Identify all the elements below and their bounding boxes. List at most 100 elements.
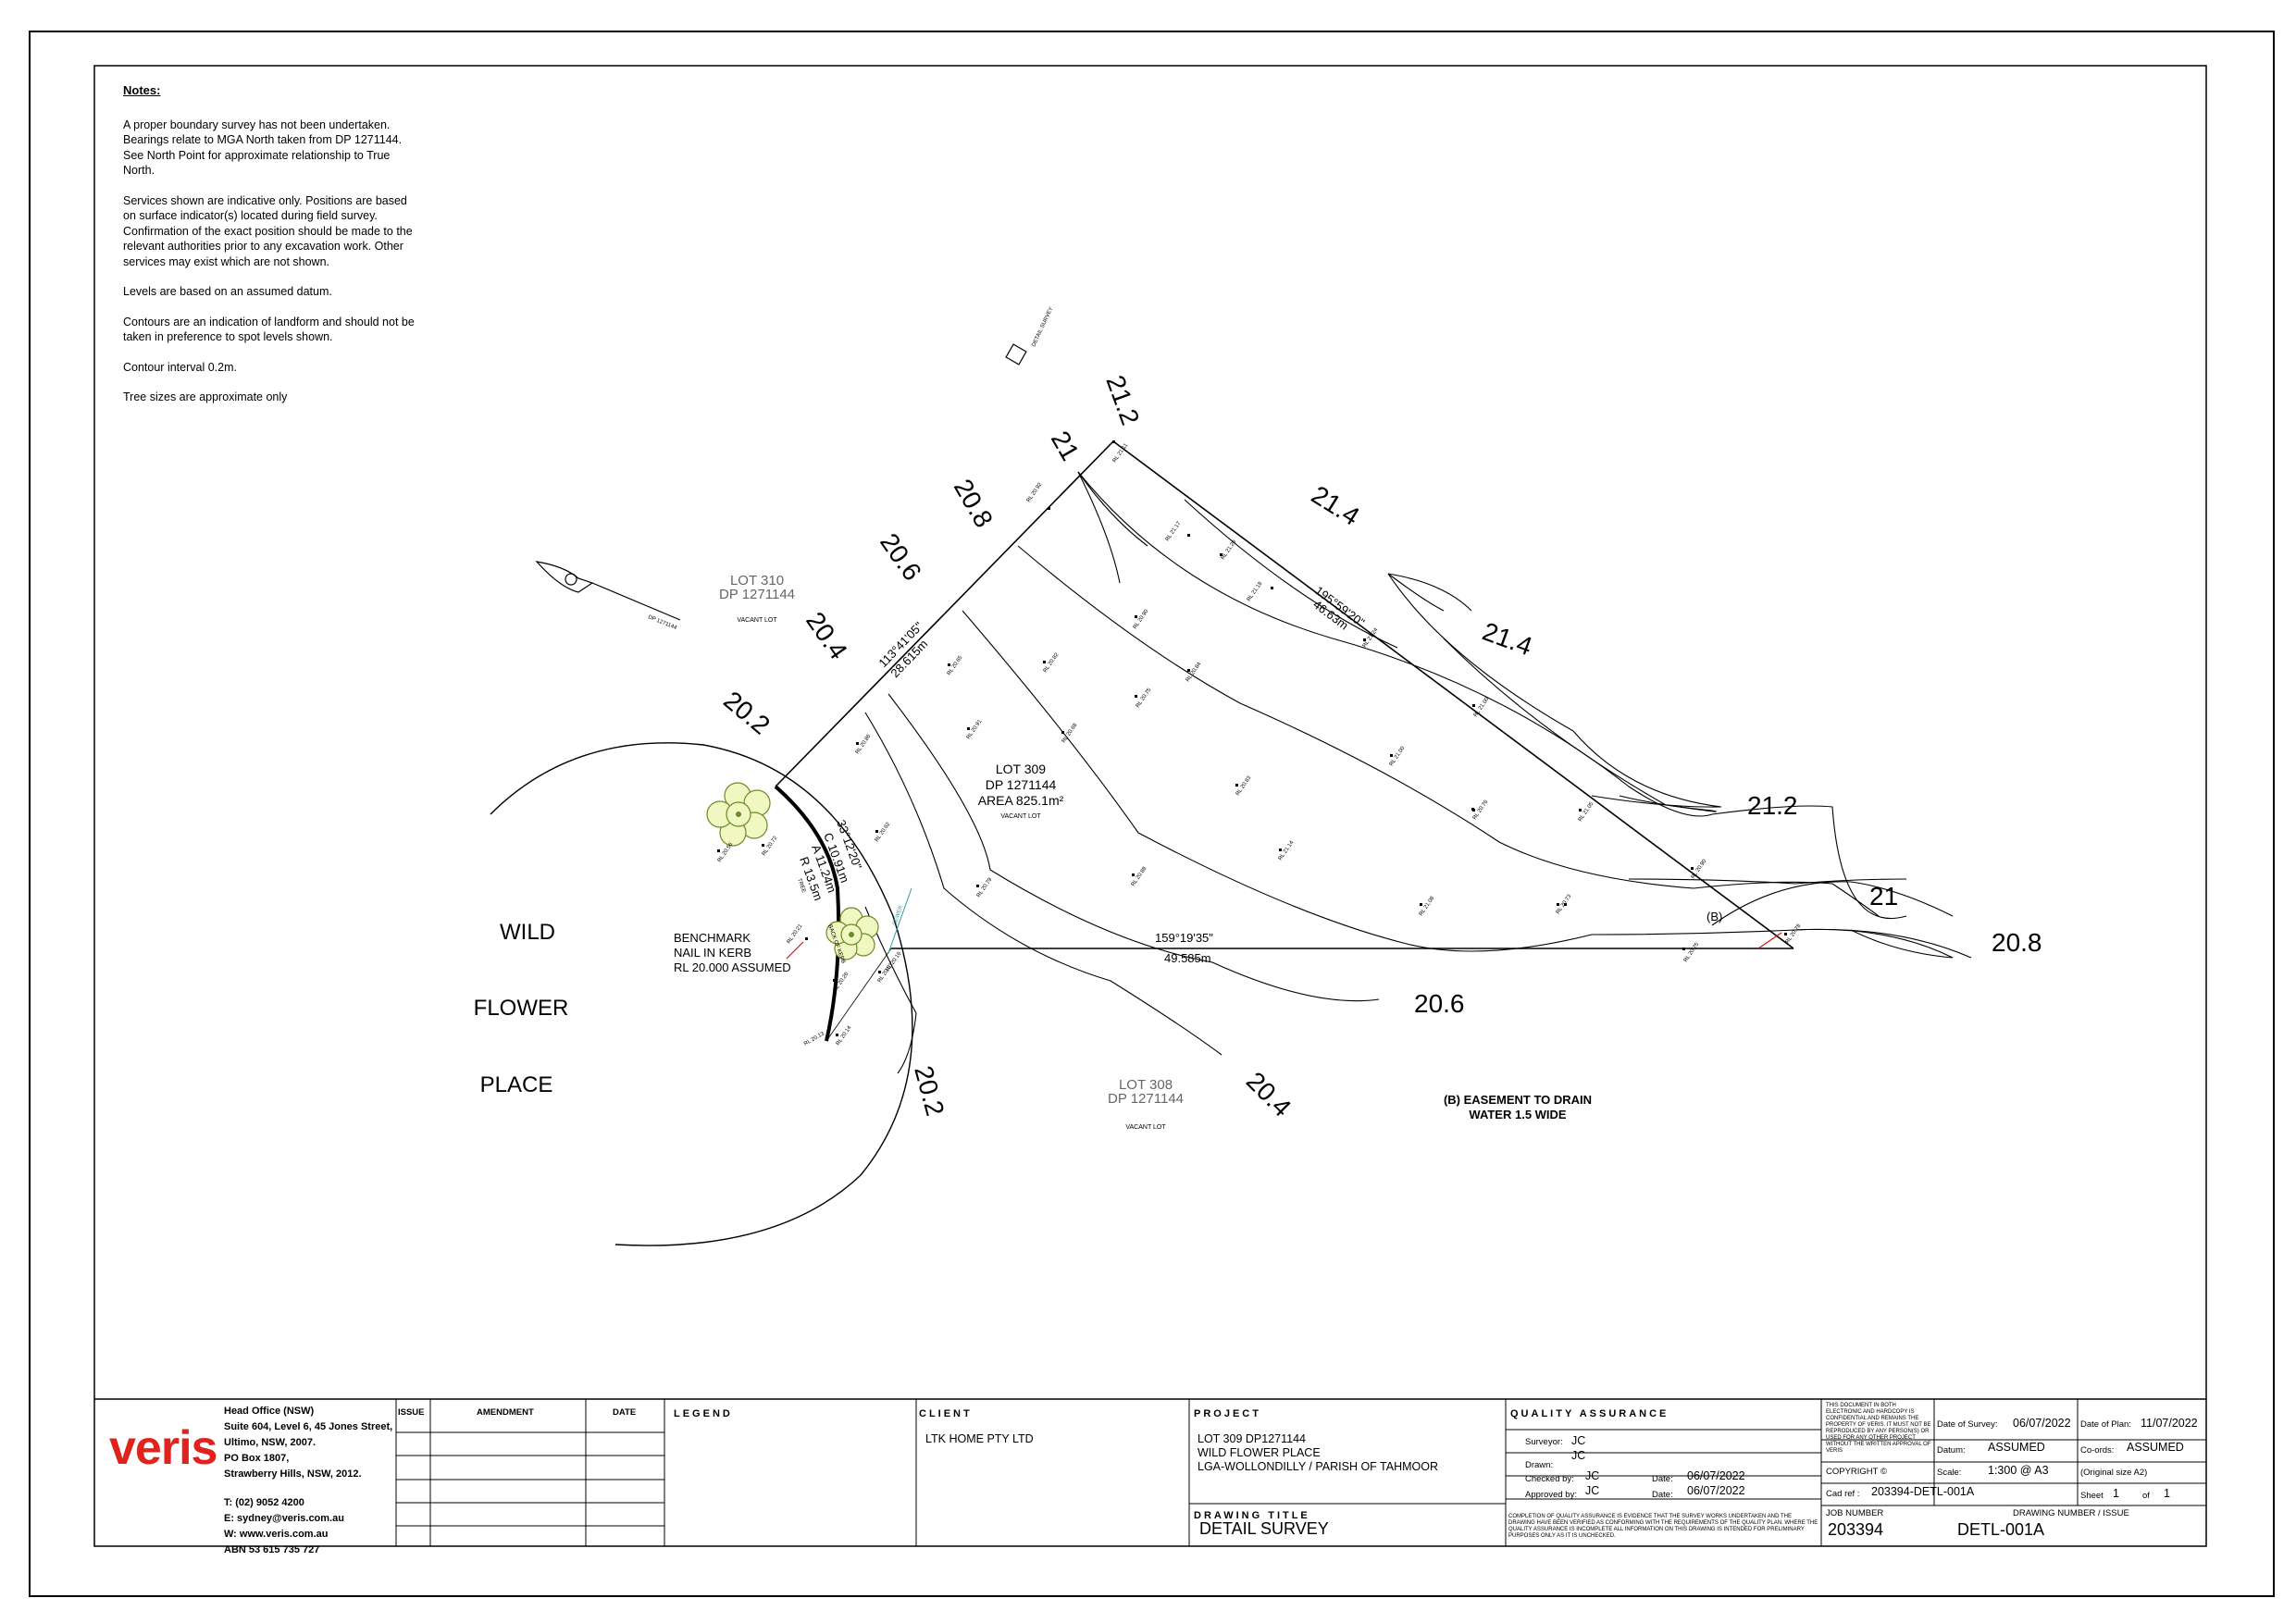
lot-308-label: LOT 308 DP 1271144 VACANT LOT	[1108, 1077, 1184, 1131]
amendment-heading: AMENDMENT	[477, 1407, 534, 1418]
svg-text:VACANT LOT: VACANT LOT	[1000, 813, 1041, 820]
svg-text:PLACE: PLACE	[480, 1072, 553, 1097]
office-line: Strawberry Hills, NSW, 2012.	[224, 1468, 362, 1480]
contour-label: 21	[1869, 882, 1898, 911]
spot-level: RL 20.88	[1131, 865, 1148, 887]
cad-ref-label: Cad ref :	[1826, 1489, 1860, 1499]
svg-text:VACANT LOT: VACANT LOT	[737, 617, 777, 624]
contour-labels: 21.2 21 20.8 20.6 20.4 20.2 21.4 21.4 21…	[718, 371, 2042, 1121]
client-name: LTK HOME PTY LTD	[925, 1432, 1034, 1445]
svg-text:FLOWER: FLOWER	[474, 996, 569, 1021]
client-heading: CLIENT	[919, 1408, 973, 1419]
qa-heading: QUALITY ASSURANCE	[1510, 1408, 1669, 1419]
svg-text:(B) EASEMENT TO DRAIN: (B) EASEMENT TO DRAIN	[1444, 1093, 1592, 1107]
note-item: Tree sizes are approximate only	[123, 390, 288, 403]
grate-pit	[1005, 343, 1027, 365]
svg-text:VACANT LOT: VACANT LOT	[1125, 1124, 1166, 1131]
contour-label: 20.6	[1414, 989, 1465, 1018]
datum-label: Datum:	[1937, 1445, 1966, 1456]
project-line: WILD FLOWER PLACE	[1198, 1446, 1321, 1459]
spot-level: RL 21.18	[1247, 580, 1264, 602]
approved-value: JC	[1585, 1484, 1600, 1497]
checked-date-label: Date:	[1652, 1474, 1673, 1484]
contour-label: 21.4	[1307, 480, 1365, 531]
lot-frontage-arc	[774, 785, 841, 1042]
spot-level: RL 20.75	[1683, 941, 1701, 963]
surveyor-label: Surveyor:	[1525, 1437, 1563, 1447]
checked-date: 06/07/2022	[1687, 1469, 1745, 1482]
contour-label: 21.2	[1747, 791, 1798, 820]
contour-label: 21.4	[1479, 617, 1536, 662]
spot-level: RL 21.00	[1473, 696, 1491, 718]
datum-value: ASSUMED	[1988, 1441, 2045, 1454]
contour-lines-extended	[1387, 573, 1972, 959]
contact-line: E: sydney@veris.com.au	[224, 1513, 344, 1524]
date-of-plan: 11/07/2022	[2141, 1417, 2198, 1430]
title-block-grid	[94, 1398, 2206, 1546]
spot-level: RL 21.20	[1221, 539, 1238, 561]
issue-heading: ISSUE	[398, 1407, 425, 1418]
drawing-number-label: DRAWING NUMBER / ISSUE	[2013, 1508, 2129, 1518]
date-of-survey-label: Date of Survey:	[1937, 1419, 1998, 1430]
spot-level: RL 20.79	[976, 876, 994, 898]
checked-value: JC	[1585, 1469, 1600, 1482]
boundary-nw	[775, 440, 1114, 787]
svg-text:49.585m: 49.585m	[1164, 951, 1211, 965]
street-name: WILD FLOWER PLACE	[474, 920, 569, 1097]
note-item: Contours are an indication of landform a…	[123, 315, 415, 344]
scale-value: 1:300 @ A3	[1988, 1464, 2049, 1477]
company-logo: veris	[109, 1421, 217, 1475]
contact-line: T: (02) 9052 4200	[224, 1497, 304, 1508]
svg-text:DP 1271144: DP 1271144	[986, 777, 1057, 792]
original-size: (Original size A2)	[2080, 1468, 2148, 1478]
boundary-arc-end	[825, 948, 892, 1042]
note-item: A proper boundary survey has not been un…	[123, 118, 403, 178]
scale-label: Scale:	[1937, 1468, 1962, 1478]
project-line: LOT 309 DP1271144	[1198, 1432, 1306, 1445]
checked-label: Checked by:	[1525, 1474, 1574, 1484]
notes-heading: Notes:	[123, 83, 161, 97]
drawing-title: DETAIL SURVEY	[1199, 1519, 1329, 1538]
spot-level: RL 20.56	[717, 841, 735, 863]
contour-label: 21	[1046, 427, 1085, 465]
outer-border	[29, 31, 2275, 1597]
office-line: Ultimo, NSW, 2007.	[224, 1437, 316, 1448]
note-item: Levels are based on an assumed datum.	[123, 285, 332, 298]
svg-text:WILD: WILD	[500, 920, 555, 945]
spot-level-markers	[717, 440, 1787, 1036]
approved-date-label: Date:	[1652, 1490, 1673, 1500]
office-address: Head Office (NSW) Suite 604, Level 6, 45…	[224, 1404, 400, 1482]
approved-label: Approved by:	[1525, 1490, 1577, 1500]
coords-value: ASSUMED	[2127, 1441, 2184, 1454]
contour-label: 20.2	[718, 686, 776, 740]
legend-heading: LEGEND	[674, 1408, 733, 1419]
tree-symbol	[706, 782, 771, 847]
svg-text:TREE: TREE	[796, 878, 806, 894]
spot-level: RL 21.05	[1578, 800, 1595, 823]
svg-text:LOT 309: LOT 309	[996, 762, 1046, 776]
easement-note: (B) EASEMENT TO DRAIN WATER 1.5 WIDE	[1444, 1093, 1592, 1121]
contour-label: 21.2	[1100, 371, 1145, 428]
spot-level: RL 20.90	[1133, 608, 1150, 630]
svg-text:LOT 308: LOT 308	[1119, 1077, 1173, 1093]
easement-mark: (B)	[1706, 910, 1722, 923]
svg-text:DP 1271144: DP 1271144	[1108, 1091, 1184, 1107]
sheet-of-label: of	[2142, 1491, 2150, 1501]
boundary-ne	[1112, 440, 1794, 949]
sheet-label: Sheet	[2080, 1491, 2104, 1501]
office-line: PO Box 1807,	[224, 1453, 290, 1464]
project-details: LOT 309 DP1271144 WILD FLOWER PLACE LGA-…	[1198, 1432, 1438, 1474]
drawing-title-heading: DRAWING TITLE	[1194, 1510, 1310, 1521]
spot-level-labels: RL 20.92 RL 21.11 RL 21.17 RL 21.20 RL 2…	[717, 442, 1803, 1047]
sheet-total: 1	[2164, 1487, 2170, 1500]
spot-level: RL 21.17	[1165, 520, 1183, 542]
drawn-value: JC	[1571, 1449, 1586, 1462]
job-number-label: JOB NUMBER	[1826, 1508, 1884, 1518]
svg-text:LOT 310: LOT 310	[730, 573, 784, 588]
qa-note: COMPLETION OF QUALITY ASSURANCE IS EVIDE…	[1508, 1514, 1818, 1539]
kerb-arc	[490, 742, 913, 1246]
contour-label: 20.6	[875, 528, 927, 586]
date-of-plan-label: Date of Plan:	[2080, 1419, 2131, 1430]
